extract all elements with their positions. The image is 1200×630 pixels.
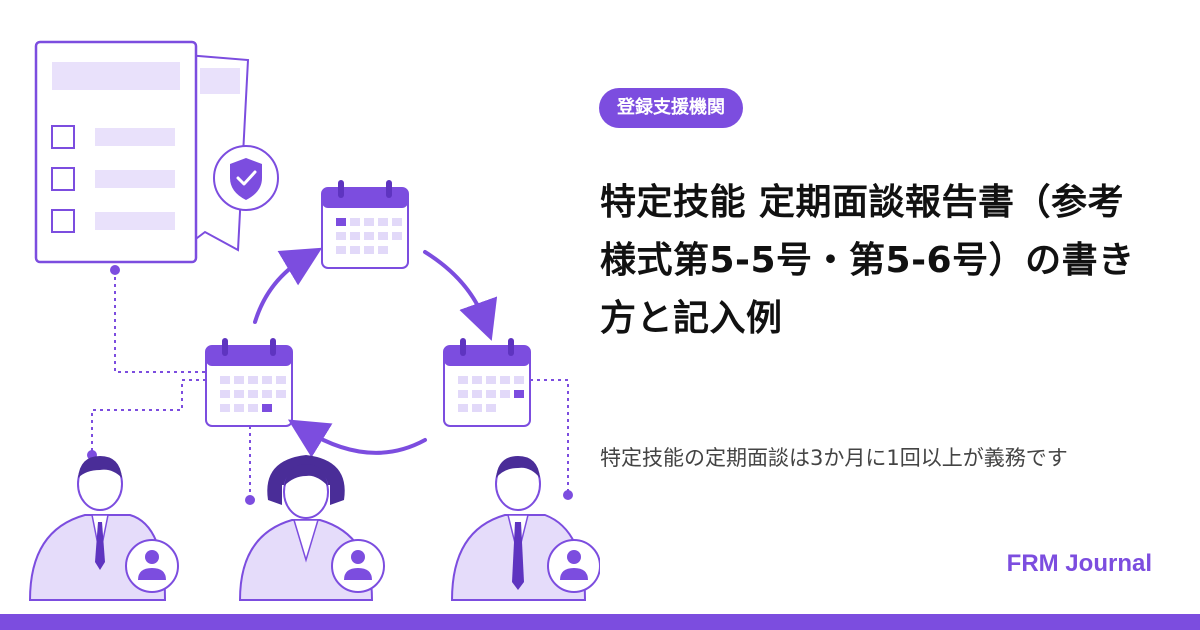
bottom-accent-bar [0, 614, 1200, 630]
connector-lines [91, 270, 569, 500]
calendar-icon [443, 338, 531, 427]
calendar-icon [205, 338, 293, 427]
illustration [28, 40, 600, 601]
page-title: 特定技能 定期面談報告書（参考様式第5-5号・第5-6号）の書き方と記入例 [600, 182, 1135, 339]
document-stack-icon [34, 40, 279, 264]
brand-logo-text: FRM Journal [1006, 550, 1152, 577]
user-badge-icon [125, 539, 179, 593]
cycle-arrow-icon [253, 247, 498, 458]
user-badge-icon [547, 539, 600, 593]
document-icon [34, 40, 198, 264]
category-badge: 登録支援機関 [599, 88, 743, 128]
shield-check-icon [213, 145, 279, 211]
user-badge-icon [331, 539, 385, 593]
page-subtitle: 特定技能の定期面談は3か月に1回以上が義務です [600, 446, 1068, 470]
calendar-icon [321, 180, 409, 269]
